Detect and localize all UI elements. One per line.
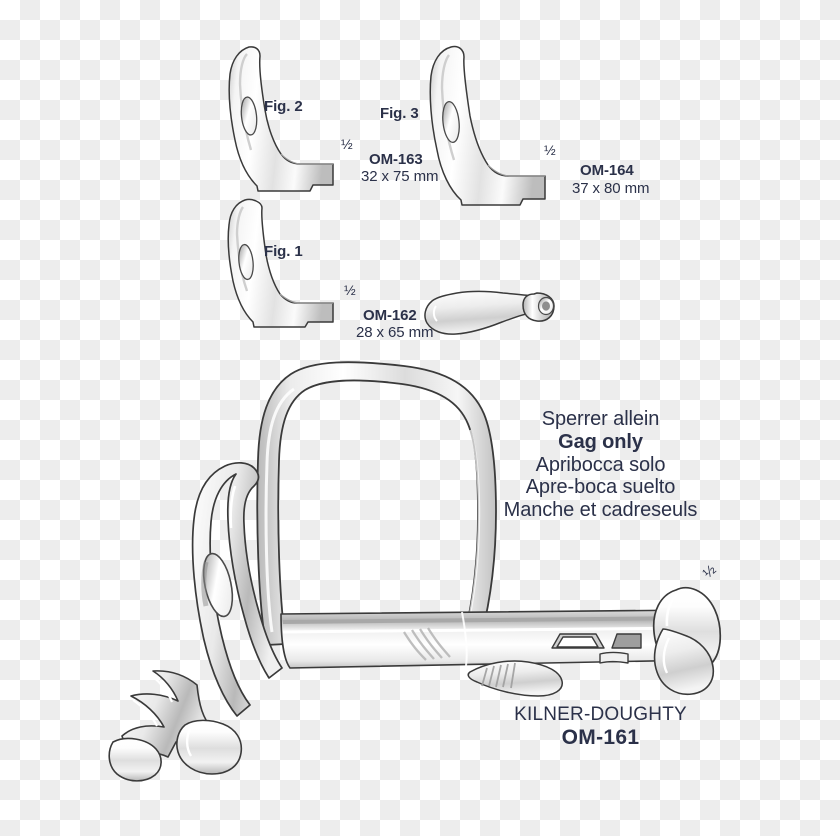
gag-left-tip (108, 737, 162, 782)
gag-joint-block (176, 719, 243, 775)
gag-bow (256, 361, 497, 649)
gag-description-line-de: Sperrer allein (541, 408, 660, 430)
gag-description-line-fr: Manche et cadreseuls (503, 499, 698, 522)
gag-knurl (403, 627, 451, 661)
scale-label-om164: ½ (544, 142, 556, 158)
code-label-om163: OM-163 (369, 151, 423, 168)
gag-name-block: KILNER-DOUGHTY OM-161 (468, 704, 733, 751)
fig-label-om164: Fig. 3 (380, 105, 419, 122)
dims-label-om164: 37 x 80 mm (572, 180, 650, 197)
gag-code: OM-161 (561, 726, 640, 750)
gag-description-line-it: Apribocca solo (535, 453, 666, 476)
gag-right-hook (653, 628, 715, 696)
gag-description-line-es: Apre-boca suelto (525, 476, 676, 499)
fig-label-om162: Fig. 1 (264, 243, 303, 260)
blade-hole-icon (240, 96, 258, 136)
detached-handle (424, 290, 555, 335)
gag-description-block: Sperrer allein Gag only Apribocca solo A… (468, 408, 733, 522)
gag-lever (467, 660, 563, 697)
gag-shank (280, 609, 701, 669)
gag-name: KILNER-DOUGHTY (514, 704, 687, 725)
blade-hole-icon (238, 243, 254, 281)
gag-description-line-en: Gag only (558, 430, 643, 453)
gag-ratchet (551, 633, 642, 664)
blade-om162 (227, 198, 334, 328)
fig-label-om163: Fig. 2 (264, 98, 303, 115)
code-label-om162: OM-162 (363, 307, 417, 324)
gag-left-blade (191, 462, 283, 717)
scale-label-om162: ½ (344, 282, 356, 298)
blade-om163 (228, 46, 334, 192)
blade-om164 (429, 45, 546, 206)
code-label-om164: OM-164 (580, 162, 634, 179)
dims-label-om162: 28 x 65 mm (356, 324, 434, 341)
mouth-gag-om161 (108, 361, 722, 782)
blade-hole-icon (442, 100, 460, 144)
scale-label-om163: ½ (341, 136, 353, 152)
dims-label-om163: 32 x 75 mm (361, 168, 439, 185)
